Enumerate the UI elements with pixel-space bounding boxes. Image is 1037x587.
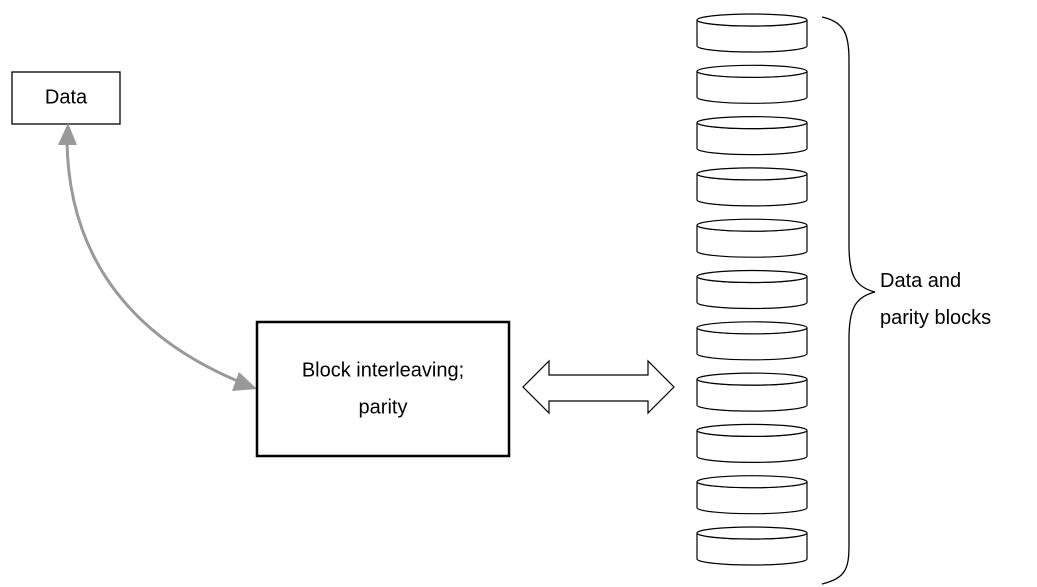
disk-top [696,167,808,181]
disk-cylinder-icon [696,167,808,207]
disk-cylinder-icon [696,475,808,515]
brace-label-line1: Data and [880,270,961,292]
disk-top [696,526,808,540]
disk-top [696,64,808,78]
curved-arrow-head-top [58,123,77,145]
disk-top [696,218,808,232]
hollow-double-arrow-icon [522,359,675,415]
process-box-label-line2: parity [359,396,408,418]
disk-top [696,269,808,284]
curved-arrow-head-bottom [232,372,257,391]
process-box: Block interleaving; parity [255,320,511,458]
curved-double-arrow-icon [58,123,257,391]
disk-top [696,115,808,130]
disk-top [696,475,808,489]
disk-top [696,423,808,437]
data-box-frame [11,71,121,125]
disk-top [696,372,808,386]
disk-cylinder-icon [696,64,808,104]
disk-stack [696,13,808,566]
disk-cylinder-icon [696,372,808,412]
process-box-label-line1: Block interleaving; [302,359,464,381]
process-box-frame [255,320,511,458]
disk-cylinder-icon [696,423,808,463]
disk-cylinder-icon [696,13,808,53]
disk-cylinder-icon [696,321,808,361]
curly-brace-icon [821,16,876,585]
disk-top [696,13,808,27]
curved-arrow-shaft [65,139,241,384]
disk-cylinder-icon [696,218,808,258]
hollow-double-arrow-shape [522,359,675,415]
data-box: Data [11,71,121,125]
curly-brace-shape [821,16,876,585]
brace-label-line2: parity blocks [880,307,991,329]
disk-cylinder-icon [696,526,808,566]
disk-top [696,321,808,335]
data-box-label: Data [45,86,88,108]
disk-cylinder-icon [696,115,808,156]
disk-cylinder-icon [696,269,808,310]
